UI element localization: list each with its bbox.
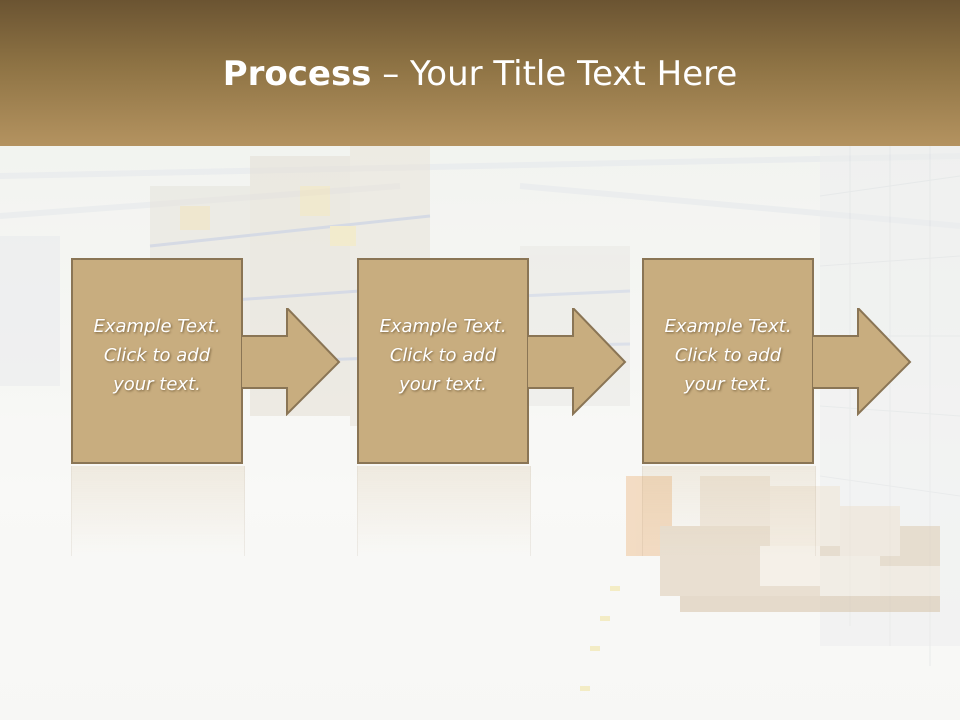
step-line-1: Example Text. [93, 316, 221, 337]
title-bar: Process – Your Title Text Here [0, 0, 960, 146]
step-text-2[interactable]: Example Text. Click to add your text. [359, 312, 527, 399]
step-line-3: your text. [684, 374, 772, 395]
arrow-right-icon [812, 308, 912, 416]
step-text-1[interactable]: Example Text. Click to add your text. [73, 312, 241, 399]
step-line-2: Click to add [103, 345, 211, 366]
step-box-3[interactable]: Example Text. Click to add your text. [642, 258, 814, 464]
step-reflection-2 [357, 466, 531, 556]
step-line-3: your text. [399, 374, 487, 395]
step-box-2[interactable]: Example Text. Click to add your text. [357, 258, 529, 464]
title-bold: Process [222, 54, 372, 94]
step-line-1: Example Text. [379, 316, 507, 337]
step-text-3[interactable]: Example Text. Click to add your text. [644, 312, 812, 399]
title-rest: – Your Title Text Here [371, 54, 738, 94]
arrow-right-icon [527, 308, 627, 416]
step-line-2: Click to add [674, 345, 782, 366]
step-reflection-3 [642, 466, 816, 556]
slide-title[interactable]: Process – Your Title Text Here [0, 52, 960, 96]
step-line-1: Example Text. [664, 316, 792, 337]
step-box-1[interactable]: Example Text. Click to add your text. [71, 258, 243, 464]
step-line-3: your text. [113, 374, 201, 395]
step-line-2: Click to add [389, 345, 497, 366]
step-reflection-1 [71, 466, 245, 556]
arrow-right-icon [241, 308, 341, 416]
